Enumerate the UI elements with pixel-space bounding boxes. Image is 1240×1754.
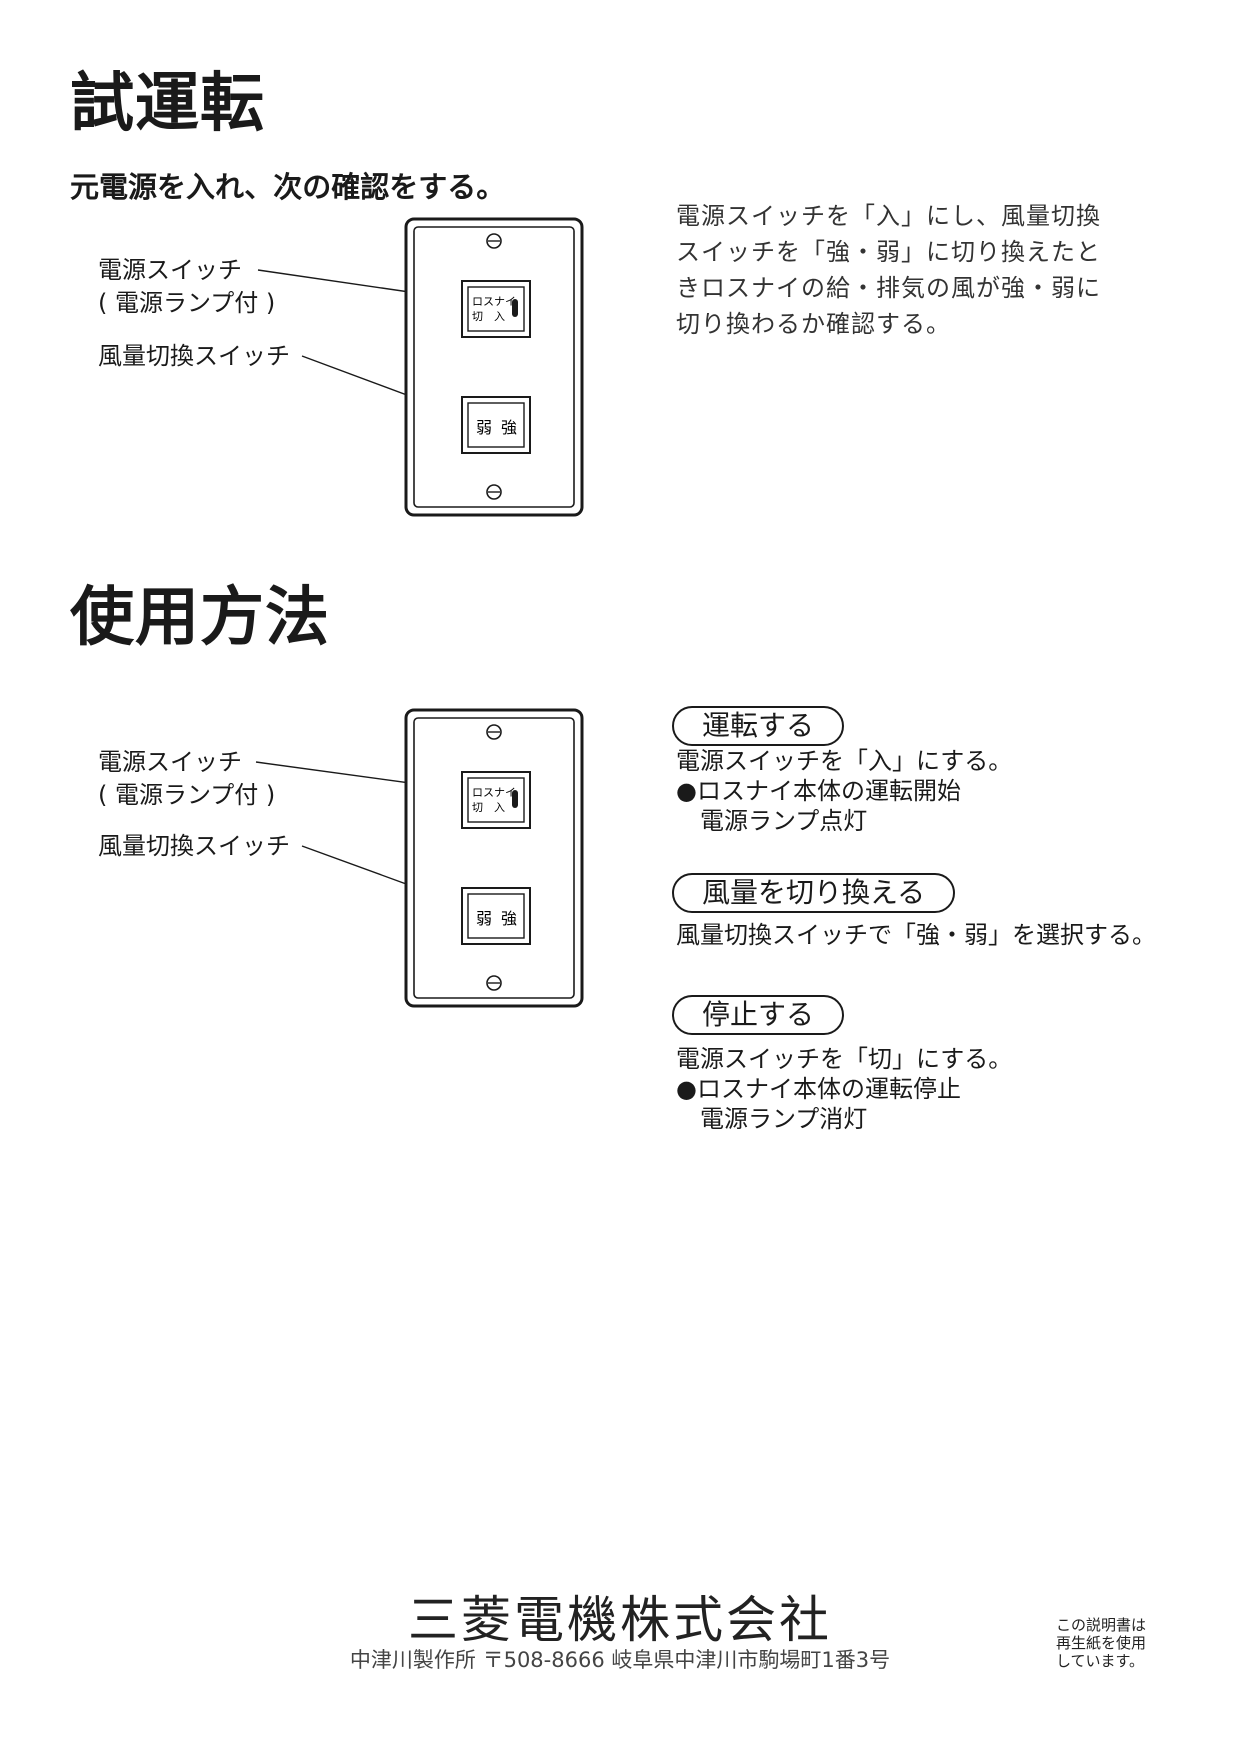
power-lamp-label: ( 電源ランプ付 ) [98, 289, 276, 317]
start-operation-instructions: 電源スイッチを「入」にする。 ●ロスナイ本体の運転開始 電源ランプ点灯 [676, 746, 1012, 836]
instruction-bullet: ●ロスナイ本体の運転開始 [676, 777, 961, 805]
screw-icon-top [486, 233, 502, 249]
usage-power-switch-callout: 電源スイッチ ( 電源ランプ付 ) [98, 746, 275, 812]
switch-panel-usage: ロスナイ 切 入 弱 強 [404, 708, 584, 1008]
test-run-description: 電源スイッチを「入」にし、風量切換 スイッチを「強・弱」に切り換えたと きロスナ… [676, 198, 1101, 342]
instruction-line: 電源スイッチを「入」にする。 [676, 747, 1013, 775]
switch-panel-test-run: ロスナイ 切 入 弱 強 [404, 217, 584, 517]
usage-leader-lines [255, 761, 477, 909]
description-line: スイッチを「強・弱」に切り換えたと [676, 238, 1101, 266]
heading-start-operation: 運転する [672, 706, 845, 746]
power-button-text-1: ロスナイ [472, 786, 516, 799]
power-lamp-label: ( 電源ランプ付 ) [98, 781, 276, 809]
instruction-bullet: ●ロスナイ本体の運転停止 [676, 1075, 961, 1103]
description-line: 電源スイッチを「入」にし、風量切換 [676, 202, 1101, 230]
usage-airflow-switch-label: 風量切換スイッチ [98, 832, 290, 860]
airflow-strong-label: 強 [501, 909, 517, 928]
power-switch-button[interactable] [467, 286, 525, 332]
switch-airflow-instructions: 風量切換スイッチで「強・弱」を選択する。 [676, 920, 1156, 950]
airflow-strong-label: 強 [501, 418, 517, 437]
stop-operation-instructions: 電源スイッチを「切」にする。 ●ロスナイ本体の運転停止 電源ランプ消灯 [676, 1044, 1012, 1134]
screw-icon-bottom [486, 975, 502, 991]
power-lamp-icon [512, 299, 518, 317]
note-line: しています。 [1056, 1652, 1145, 1670]
instruction-sub-line: 電源ランプ点灯 [700, 807, 868, 835]
power-switch-label: 電源スイッチ [98, 256, 242, 284]
note-line: この説明書は [1056, 1616, 1147, 1634]
section-title-usage: 使用方法 [70, 581, 330, 655]
heading-stop-operation: 停止する [672, 995, 845, 1035]
power-button-text-1: ロスナイ [472, 295, 516, 308]
airflow-weak-label: 弱 [476, 418, 492, 437]
power-button-text-2: 切 入 [472, 801, 505, 814]
test-run-lead: 元電源を入れ、次の確認をする。 [70, 170, 506, 204]
company-name: 三菱電機株式会社 [408, 1591, 832, 1649]
power-lamp-icon [512, 790, 518, 808]
power-switch-label: 電源スイッチ [98, 748, 242, 776]
airflow-weak-label: 弱 [476, 909, 492, 928]
power-switch-callout: 電源スイッチ ( 電源ランプ付 ) [98, 254, 275, 320]
description-line: 切り換わるか確認する。 [676, 310, 951, 338]
description-line: きロスナイの給・排気の風が強・弱に [676, 274, 1101, 302]
instruction-line: 風量切換スイッチで「強・弱」を選択する。 [676, 921, 1156, 949]
airflow-switch-button[interactable] [467, 402, 525, 448]
screw-icon-top [486, 724, 502, 740]
power-button-text-2: 切 入 [472, 310, 505, 323]
heading-switch-airflow: 風量を切り換える [672, 873, 956, 913]
instruction-sub-line: 電源ランプ消灯 [700, 1105, 868, 1133]
company-address: 中津川製作所 〒508-8666 岐阜県中津川市駒場町1番3号 [349, 1648, 891, 1672]
airflow-switch-button[interactable] [467, 893, 525, 939]
section-title-test-run: 試運転 [70, 67, 265, 141]
screw-icon-bottom [486, 484, 502, 500]
recycled-paper-note: この説明書は 再生紙を使用 しています。 [1056, 1616, 1146, 1670]
note-line: 再生紙を使用 [1056, 1634, 1147, 1652]
airflow-switch-label: 風量切換スイッチ [98, 342, 290, 370]
instruction-line: 電源スイッチを「切」にする。 [676, 1045, 1013, 1073]
